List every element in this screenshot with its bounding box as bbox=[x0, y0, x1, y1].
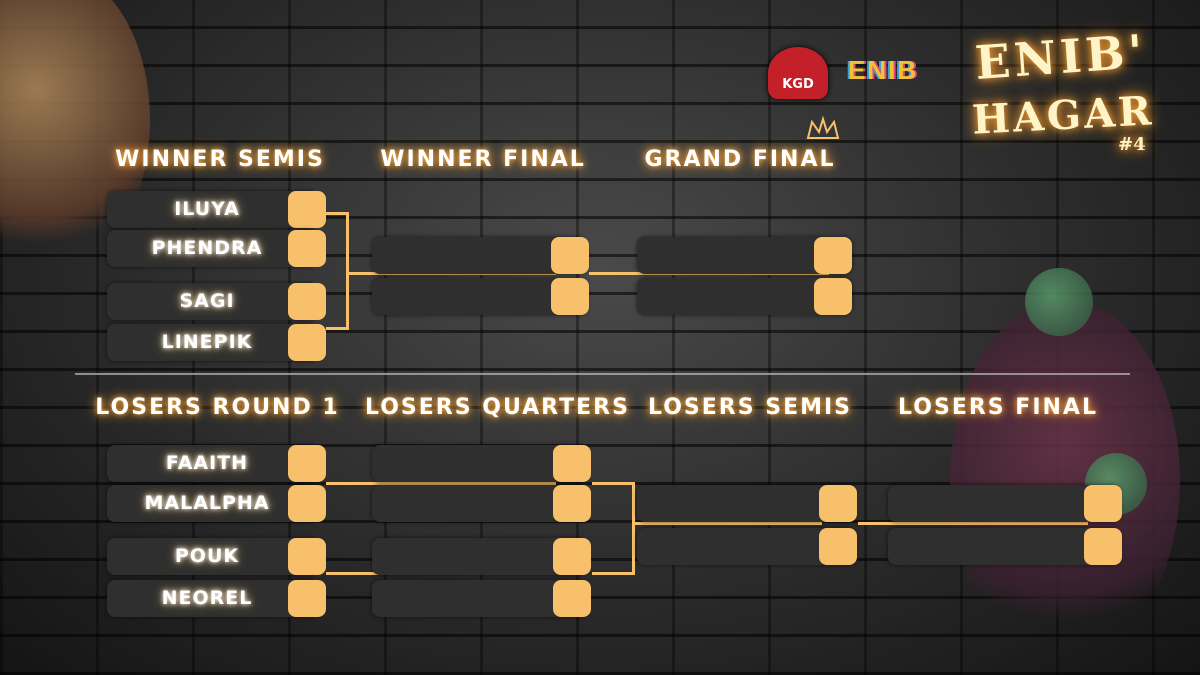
match-slot bbox=[372, 485, 587, 522]
bracket-line bbox=[858, 522, 1088, 525]
heading-losers-semis: LOSERS SEMIS bbox=[647, 395, 853, 420]
heading-grand-final: GRAND FINAL bbox=[644, 147, 836, 172]
bracket-line bbox=[632, 482, 635, 575]
player-name: SAGI bbox=[179, 290, 235, 312]
player-name: PHENDRA bbox=[151, 237, 263, 259]
bracket-line bbox=[326, 212, 348, 215]
score-box bbox=[288, 230, 326, 267]
score-box bbox=[814, 237, 852, 274]
match-slot bbox=[107, 538, 317, 575]
score-box bbox=[1084, 485, 1122, 522]
score-box bbox=[288, 538, 326, 575]
crown-icon bbox=[806, 116, 840, 139]
heading-winner-final: WINNER FINAL bbox=[380, 147, 586, 172]
match-slot bbox=[372, 445, 587, 482]
heading-losers-round1: LOSERS ROUND 1 bbox=[95, 395, 340, 420]
bracket-line bbox=[632, 522, 822, 525]
score-box bbox=[553, 538, 591, 575]
match-slot bbox=[107, 191, 317, 228]
match-slot bbox=[107, 445, 317, 482]
score-box bbox=[553, 445, 591, 482]
event-edition: #4 bbox=[1118, 134, 1146, 155]
match-slot bbox=[107, 485, 317, 522]
score-box bbox=[551, 278, 589, 315]
score-box bbox=[819, 528, 857, 565]
match-slot bbox=[372, 538, 587, 575]
match-slot bbox=[888, 485, 1120, 522]
bracket-line bbox=[326, 482, 556, 485]
heading-winner-semis: WINNER SEMIS bbox=[115, 147, 325, 172]
match-slot bbox=[107, 230, 317, 267]
score-box bbox=[288, 580, 326, 617]
bracket-line bbox=[592, 482, 634, 485]
kgd-logo-icon: KGD bbox=[768, 47, 828, 99]
score-box bbox=[553, 580, 591, 617]
match-slot bbox=[107, 283, 317, 320]
score-box bbox=[814, 278, 852, 315]
score-box bbox=[819, 485, 857, 522]
enib-logo-icon: ENIB bbox=[848, 55, 919, 85]
score-box bbox=[288, 485, 326, 522]
player-name: LINEPIK bbox=[161, 331, 253, 353]
score-box bbox=[553, 485, 591, 522]
player-name: ILUYA bbox=[174, 198, 240, 220]
event-title-line1: ENIB' bbox=[973, 24, 1149, 90]
score-box bbox=[1084, 528, 1122, 565]
player-name: FAAITH bbox=[165, 452, 249, 474]
match-slot bbox=[107, 324, 317, 361]
bracket-line bbox=[346, 212, 349, 330]
heading-losers-quarters: LOSERS QUARTERS bbox=[365, 395, 630, 420]
match-slot bbox=[637, 528, 855, 565]
match-slot bbox=[888, 528, 1120, 565]
bracket-line bbox=[592, 572, 634, 575]
heading-losers-final: LOSERS FINAL bbox=[898, 395, 1098, 420]
player-name: NEOREL bbox=[161, 587, 253, 609]
match-slot bbox=[637, 485, 855, 522]
score-box bbox=[288, 283, 326, 320]
bracket-line bbox=[326, 327, 348, 330]
score-box bbox=[551, 237, 589, 274]
section-divider bbox=[75, 373, 1130, 375]
green-ball-art bbox=[1025, 268, 1093, 336]
match-slot bbox=[107, 580, 317, 617]
match-slot bbox=[372, 580, 587, 617]
score-box bbox=[288, 191, 326, 228]
player-name: POUK bbox=[174, 545, 240, 567]
score-box bbox=[288, 324, 326, 361]
score-box bbox=[288, 445, 326, 482]
player-name: MALALPHA bbox=[144, 492, 270, 514]
